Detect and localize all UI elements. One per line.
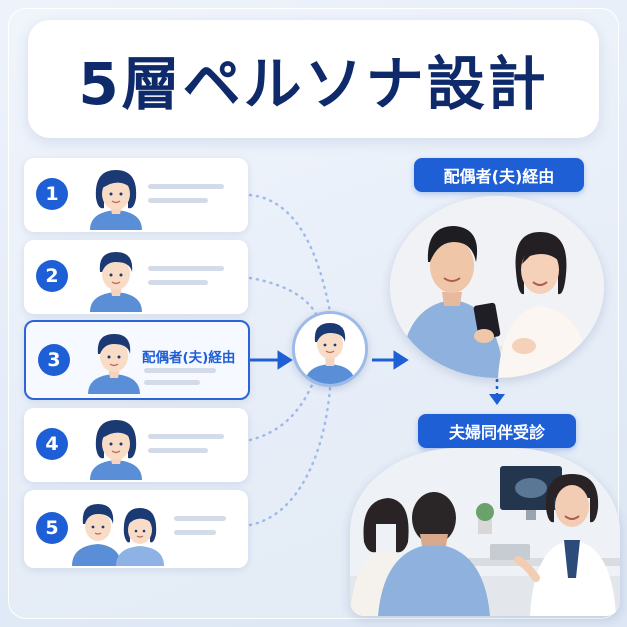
woman-avatar-icon [90, 170, 142, 230]
persona-label-3: 配偶者(夫)経由 [142, 350, 236, 366]
persona-card-3: 3 配偶者(夫)経由 [24, 320, 250, 400]
persona-card-4: 4 [24, 408, 248, 482]
persona-card-5: 5 [24, 490, 248, 568]
connector-5 [248, 386, 332, 527]
persona-number-5: 5 [36, 512, 68, 544]
persona-number-3: 3 [38, 344, 70, 376]
placeholder-line [144, 380, 200, 385]
couple-avatar-icon [72, 504, 164, 566]
placeholder-line [148, 448, 208, 453]
placeholder-line [148, 184, 224, 189]
outcome-label: 夫婦同伴受診 [418, 414, 576, 448]
placeholder-line [148, 198, 208, 203]
persona-card-2: 2 [24, 240, 248, 314]
clinic-consultation-photo [350, 448, 620, 616]
connector-4 [248, 383, 314, 442]
man-avatar-icon [295, 314, 365, 384]
connector-2 [248, 276, 320, 320]
persona-card-1: 1 [24, 158, 248, 232]
route-label: 配偶者(夫)経由 [414, 158, 584, 192]
persona-number-1: 1 [36, 178, 68, 210]
placeholder-line [174, 516, 226, 521]
placeholder-line [144, 368, 216, 373]
clinic-consultation-illustration [350, 448, 620, 616]
man-avatar-icon [88, 334, 140, 394]
persona-number-4: 4 [36, 428, 68, 460]
page-title: 5層ペルソナ設計 [78, 50, 549, 118]
man-avatar-icon [90, 252, 142, 312]
center-persona-avatar [292, 311, 368, 387]
placeholder-line [148, 434, 224, 439]
connector-1 [248, 193, 332, 314]
woman-avatar-icon [90, 420, 142, 480]
persona-number-2: 2 [36, 260, 68, 292]
arrow-down-head [489, 394, 505, 405]
couple-with-phone-illustration [390, 196, 604, 378]
placeholder-line [174, 530, 216, 535]
placeholder-line [148, 280, 208, 285]
placeholder-line [148, 266, 224, 271]
couple-photo [390, 196, 604, 378]
title-card: 5層ペルソナ設計 [28, 20, 599, 138]
